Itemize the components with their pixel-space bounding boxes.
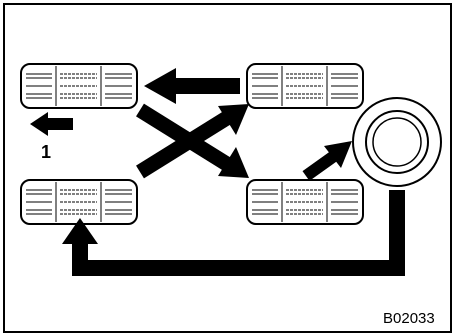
spare-tire [352,97,442,187]
figure-code: B02033 [383,310,435,327]
tire-rear-left [20,179,138,225]
direction-label: 1 [41,142,51,162]
arrow-front-right-to-front-left [144,68,240,104]
tire-tread [252,73,358,99]
arrow-forward-direction [30,112,73,136]
arrow-spare-loop-to-rear-left [62,190,405,276]
arrow-spare-to-rear-right [302,141,352,181]
tire-tread [26,73,132,99]
tire-rear-right [246,179,364,225]
tire-tread [252,189,358,215]
tire-front-left [20,63,138,109]
tire-front-right [246,63,364,109]
tire-tread [26,189,132,215]
arrow-rear-left-to-front-right [136,104,249,179]
